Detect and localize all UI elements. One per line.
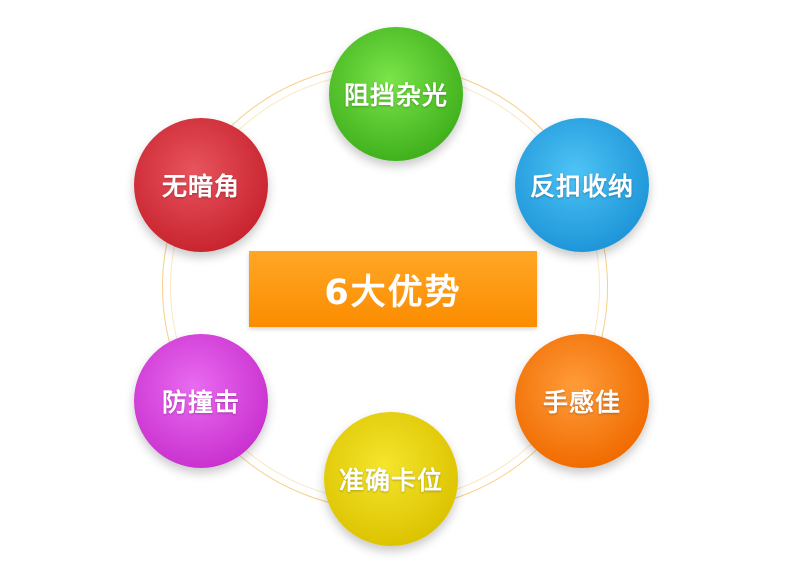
advantage-node-no-vignetting: 无暗角 (134, 118, 268, 252)
advantage-label: 手感佳 (542, 388, 621, 417)
advantage-label: 反扣收纳 (529, 172, 634, 201)
advantage-node-impact-protection: 防撞击 (134, 334, 268, 468)
advantage-node-block-stray-light: 阻挡杂光 (329, 27, 463, 161)
center-title: 6大优势 (324, 272, 462, 313)
advantage-node-good-feel: 手感佳 (515, 334, 649, 468)
advantage-label: 阻挡杂光 (343, 81, 448, 110)
advantage-label: 无暗角 (161, 172, 240, 201)
advantage-node-accurate-fit: 准确卡位 (324, 412, 458, 546)
advantage-label: 准确卡位 (338, 466, 443, 495)
advantage-node-reverse-storage: 反扣收纳 (515, 118, 649, 252)
center-title-banner: 6大优势 (249, 251, 537, 327)
advantage-label: 防撞击 (161, 388, 240, 417)
